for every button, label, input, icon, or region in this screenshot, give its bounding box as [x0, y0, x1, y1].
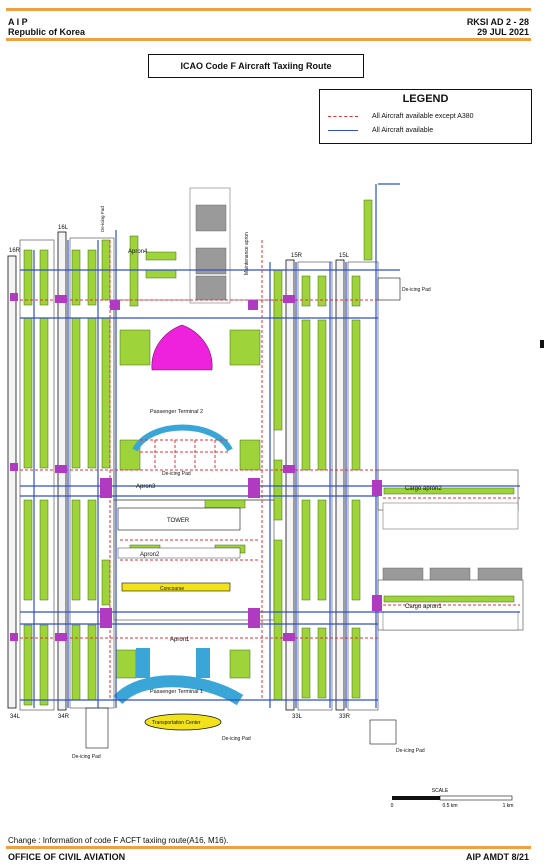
blue-taxi-routes [20, 183, 520, 708]
scale-label: SCALE [432, 788, 449, 794]
edge-marker [540, 340, 544, 348]
label-transportation-center: Transportation Center [152, 720, 201, 726]
runway-label-16r: 16R [9, 248, 21, 254]
top-rule [6, 8, 531, 11]
label-passenger-terminal-2: Passenger Terminal 2 [150, 409, 203, 415]
change-note: Change : Information of code F ACFT taxi… [8, 836, 229, 845]
legend-title: LEGEND [402, 93, 449, 105]
label-cargo-apron2: Cargo apron2 [405, 486, 442, 492]
footer-rule [6, 846, 531, 849]
header-rule [6, 38, 531, 41]
grass-areas [23, 199, 515, 706]
scale-bar: SCALE 0 0.5 km 1 km [391, 788, 514, 809]
chart-title: ICAO Code F Aircraft Taxiing Route [148, 54, 364, 78]
scale-tick-1: 1 km [503, 803, 514, 809]
transportation-center-building [144, 713, 222, 731]
label-apron4: Apron4 [128, 249, 148, 255]
runway-label-16l: 16L [58, 225, 69, 231]
footer-left: OFFICE OF CIVIL AVIATION [8, 852, 126, 862]
tower-block [117, 507, 241, 531]
label-deicing-pad-top-right: De-icing Pad [402, 287, 431, 293]
header-country: Republic of Korea [8, 27, 86, 37]
runway-15r-33l [285, 259, 295, 711]
apron2-block [117, 547, 241, 559]
concourse-building [121, 582, 231, 592]
header-aip: A I P [8, 17, 28, 27]
dashed-route-swatch [328, 116, 358, 117]
passenger-terminal-2-building [151, 324, 213, 371]
legend-item-dashed: All Aircraft available except A380 [328, 113, 474, 120]
label-deicing-pad-top-left: De-icing Pad [100, 206, 105, 232]
runway-label-15l: 15L [339, 253, 350, 259]
runway-label-15r: 15R [291, 253, 303, 259]
legend-item-label: All Aircraft available [372, 127, 434, 134]
passenger-terminal-2-concourse [132, 424, 233, 452]
label-deicing-pad-center: De-icing Pad [162, 471, 191, 477]
runway-label-34r: 34R [58, 714, 70, 720]
legend-item-solid: All Aircraft available [328, 127, 433, 134]
scale-tick-0: 0 [391, 803, 394, 809]
footer-right: AIP AMDT 8/21 [465, 852, 529, 862]
label-cargo-apron1: Cargo apron1 [405, 604, 442, 610]
label-passenger-terminal-1: Passenger Terminal 1 [150, 689, 203, 695]
pier-left [136, 648, 150, 678]
header-page-ref: RKSI AD 2 - 28 [466, 17, 529, 27]
solid-route-swatch [328, 130, 358, 131]
legend-box: LEGEND All Aircraft available except A38… [319, 89, 532, 144]
crossing-markers [10, 293, 382, 641]
label-apron2: Apron2 [140, 552, 160, 558]
label-apron3: Apron3 [136, 484, 156, 490]
header-date: 29 JUL 2021 [477, 27, 529, 37]
label-deicing-pad-bottom-right: De-icing Pad [396, 748, 425, 754]
runway-15l-33r [335, 259, 345, 711]
deicing-pad-bottom-right-box [369, 719, 397, 745]
label-deicing-pad-bottom-left: De-icing Pad [72, 754, 101, 760]
runway-16r-34r [7, 255, 17, 709]
legend-item-label: All Aircraft available except A380 [372, 113, 474, 120]
label-tower: TOWER [167, 518, 190, 524]
deicing-pad-top-right-box [377, 277, 401, 301]
deicing-pad-bottom-left-box [85, 707, 109, 749]
label-deicing-pad-bottom-center: De-icing Pad [222, 736, 251, 742]
scale-tick-half: 0.5 km [442, 803, 457, 809]
pier-right [196, 648, 210, 678]
runway-label-33r: 33R [339, 714, 351, 720]
label-maintenance-apron: Maintenance apron [244, 232, 250, 275]
passenger-terminal-1-building [113, 675, 244, 706]
label-apron1: Apron1 [170, 637, 190, 643]
runway-label-33l: 33L [292, 714, 303, 720]
red-taxi-routes [20, 240, 520, 700]
label-concourse: Concourse [160, 586, 184, 592]
runway-label-34l: 34L [10, 714, 21, 720]
